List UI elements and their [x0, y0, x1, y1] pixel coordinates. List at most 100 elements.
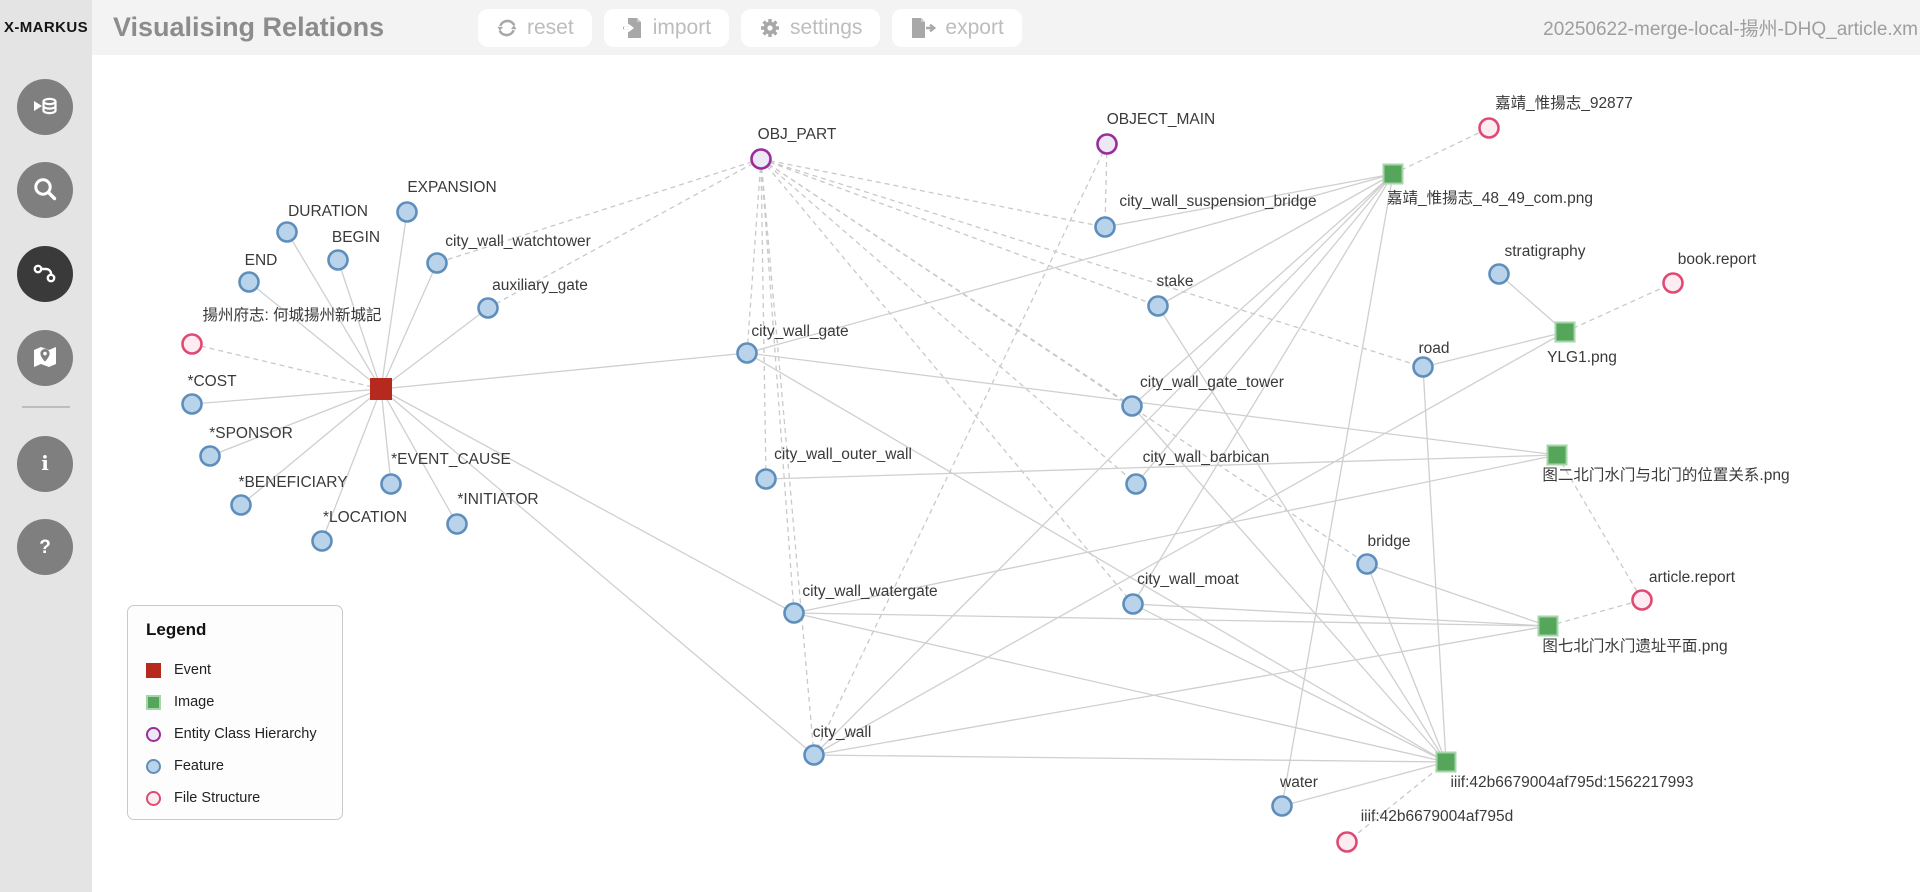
node-expansion[interactable]: [396, 201, 418, 223]
map-button[interactable]: [17, 330, 73, 386]
edge-img_iiif--city_wall_gate_tower: [1131, 405, 1447, 763]
help-button[interactable]: ?: [17, 519, 73, 575]
edge-obj_part--city_wall_watchtower: [436, 158, 762, 264]
feature-swatch: [146, 758, 161, 774]
node-city_wall_gate[interactable]: [736, 342, 758, 364]
node-label-img_iiif: iiif:42b6679004af795d:1562217993: [1450, 774, 1693, 791]
node-sponsor[interactable]: [199, 445, 221, 467]
node-event[interactable]: [370, 378, 392, 400]
node-img_tu2[interactable]: [1546, 444, 1568, 466]
node-begin[interactable]: [327, 249, 349, 271]
run-database-button[interactable]: [17, 79, 73, 135]
node-city_wall_moat[interactable]: [1122, 593, 1144, 615]
edge-event--auxiliary_gate: [380, 307, 489, 390]
node-city_wall_outer_wall[interactable]: [755, 468, 777, 490]
node-label-city_wall_moat: city_wall_moat: [1137, 571, 1239, 588]
node-label-beneficiary: *BENEFICIARY: [238, 474, 347, 491]
node-duration[interactable]: [276, 221, 298, 243]
node-bridge[interactable]: [1356, 553, 1378, 575]
import-icon: [622, 17, 644, 39]
settings-button[interactable]: settings: [741, 9, 881, 47]
edge-obj_part--city_wall_gate: [746, 158, 762, 354]
edge-event--duration: [286, 231, 382, 390]
node-label-city_wall: city_wall: [813, 724, 872, 741]
legend-item-entity-class-hierarchy: Entity Class Hierarchy: [146, 718, 324, 750]
node-pink_92877[interactable]: [1478, 117, 1500, 139]
page-title: Visualising Relations: [113, 12, 385, 42]
edge-img_iiif--city_wall: [813, 754, 1447, 763]
reset-button[interactable]: reset: [478, 9, 592, 47]
node-city_wall[interactable]: [803, 744, 825, 766]
export-label: export: [945, 16, 1004, 39]
node-city_wall_watergate[interactable]: [783, 602, 805, 624]
edge-event--cost: [191, 388, 382, 405]
edge-img_tu7--city_wall: [813, 625, 1549, 756]
node-stratigraphy[interactable]: [1488, 263, 1510, 285]
info-icon: i: [31, 449, 59, 480]
help-icon: ?: [31, 532, 59, 563]
node-auxiliary_gate[interactable]: [477, 297, 499, 319]
node-stake[interactable]: [1147, 295, 1169, 317]
legend-item-label: Image: [174, 694, 215, 710]
node-label-initiator: *INITIATOR: [457, 491, 538, 508]
info-button[interactable]: i: [17, 436, 73, 492]
edge-img_tu7--city_wall_watergate: [793, 612, 1549, 627]
legend-item-label: Event: [174, 662, 212, 678]
node-water[interactable]: [1271, 795, 1293, 817]
edge-img_jiajing--city_wall_suspension_bridge: [1104, 173, 1394, 228]
import-button[interactable]: import: [603, 9, 730, 47]
edge-object_main--city_wall: [813, 143, 1108, 756]
node-label-city_wall_watchtower: city_wall_watchtower: [445, 233, 591, 250]
edge-obj_part--stake: [760, 158, 1159, 307]
node-label-city_wall_gate_tower: city_wall_gate_tower: [1140, 374, 1284, 391]
relations-graph-button[interactable]: [17, 246, 73, 302]
node-img_iiif[interactable]: [1435, 751, 1457, 773]
node-initiator[interactable]: [446, 513, 468, 535]
node-label-city_wall_outer_wall: city_wall_outer_wall: [774, 446, 912, 463]
node-location[interactable]: [311, 530, 333, 552]
legend-item-label: Feature: [174, 758, 224, 774]
node-city_wall_gate_tower[interactable]: [1121, 395, 1143, 417]
node-label-article_report: article.report: [1649, 569, 1736, 586]
edge-obj_part--road: [760, 158, 1424, 368]
node-img_tu7[interactable]: [1537, 615, 1559, 637]
sidebar: i ?: [0, 55, 92, 892]
node-pink_iiif[interactable]: [1336, 831, 1358, 853]
search-button[interactable]: [17, 162, 73, 218]
node-event_cause[interactable]: [380, 473, 402, 495]
node-label-event_cause: *EVENT_CAUSE: [391, 451, 511, 468]
export-button[interactable]: export: [892, 9, 1022, 47]
node-city_wall_watchtower[interactable]: [426, 252, 448, 274]
node-obj_part[interactable]: [750, 148, 772, 170]
node-object_main[interactable]: [1096, 133, 1118, 155]
node-label-water: water: [1279, 774, 1318, 791]
node-city_wall_suspension_bridge[interactable]: [1094, 216, 1116, 238]
node-label-city_wall_watergate: city_wall_watergate: [802, 583, 937, 600]
node-beneficiary[interactable]: [230, 494, 252, 516]
edge-img_ylg1--road: [1422, 331, 1566, 368]
node-img_ylg1[interactable]: [1554, 321, 1576, 343]
node-yangzhou_fuzhi[interactable]: [181, 333, 203, 355]
event-swatch: [146, 662, 161, 678]
node-label-obj_part: OBJ_PART: [758, 126, 837, 143]
svg-text:i: i: [41, 451, 49, 475]
entity-class-swatch: [146, 726, 161, 742]
node-book_report[interactable]: [1662, 272, 1684, 294]
settings-gear-icon: [759, 17, 781, 39]
edge-img_jiajing--city_wall_gate_tower: [1131, 173, 1394, 407]
node-label-duration: DURATION: [288, 203, 368, 220]
node-city_wall_barbican[interactable]: [1125, 473, 1147, 495]
node-img_jiajing[interactable]: [1382, 163, 1404, 185]
node-cost[interactable]: [181, 393, 203, 415]
svg-text:?: ?: [39, 537, 51, 558]
edge-event--beneficiary: [240, 388, 382, 506]
node-article_report[interactable]: [1631, 589, 1653, 611]
app-logo: X-MARKUS: [0, 0, 92, 55]
map-icon: [31, 343, 59, 374]
edge-obj_part--city_wall_barbican: [760, 158, 1137, 485]
node-end[interactable]: [238, 271, 260, 293]
node-road[interactable]: [1412, 356, 1434, 378]
node-label-object_main: OBJECT_MAIN: [1107, 111, 1216, 128]
import-label: import: [652, 16, 712, 39]
